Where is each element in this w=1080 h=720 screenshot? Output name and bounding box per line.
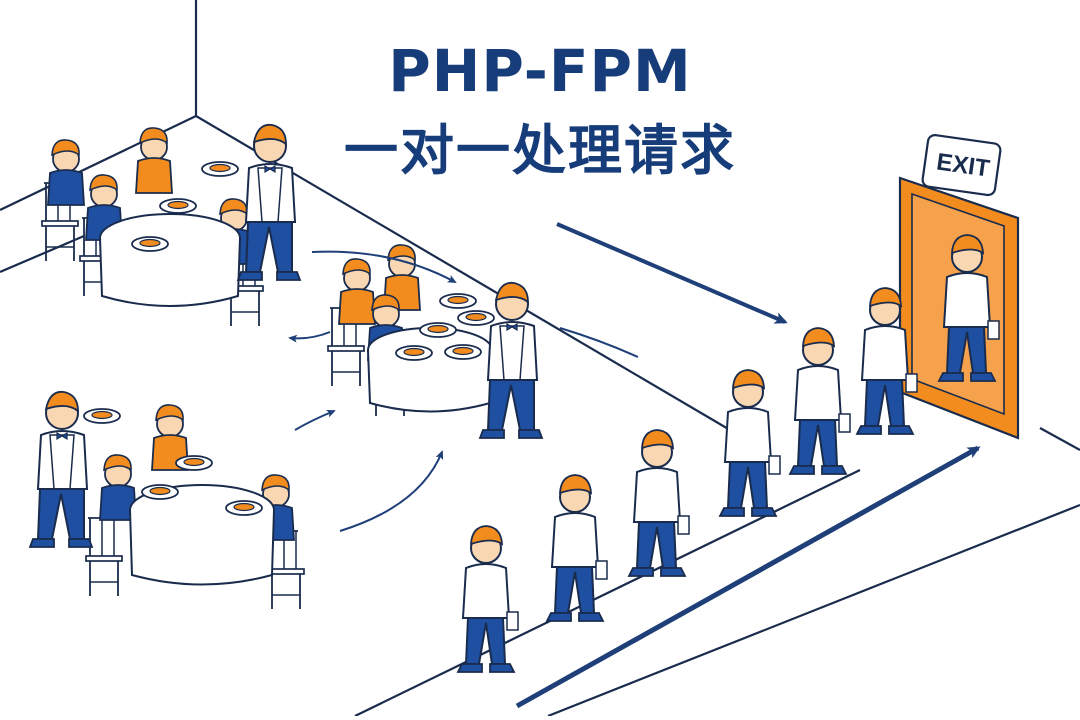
restaurant-table-top (41, 123, 301, 327)
flow-arrows (288, 222, 981, 709)
title-line-1: PHP-FPM (388, 37, 692, 105)
restaurant-table-bottom (29, 390, 305, 610)
restaurant-table-middle (327, 244, 543, 439)
title-line-2: 一对一处理请求 (344, 119, 736, 182)
